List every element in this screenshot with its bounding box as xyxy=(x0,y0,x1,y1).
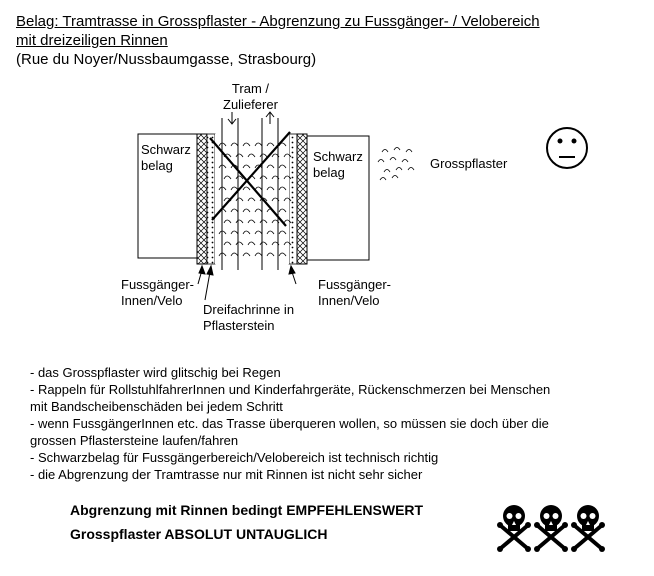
cobblestone-legend-label: Grosspflaster xyxy=(430,156,508,171)
gutter-label-line-2: Pflasterstein xyxy=(203,318,275,333)
bullet-line: - wenn FussgängerInnen etc. das Trasse ü… xyxy=(30,416,549,431)
skull-and-crossbones-icon xyxy=(571,505,605,552)
right-asphalt-label: Schwarz belag xyxy=(313,149,363,181)
left-pedestrian-zone-label: Fussgänger- Innen/Velo xyxy=(121,277,194,309)
left-gutter-dots xyxy=(206,133,216,265)
left-asphalt-label-line-1: Schwarz xyxy=(141,142,191,157)
right-zone-label-line-1: Fussgänger- xyxy=(318,277,391,292)
bullet-line: - das Grosspflaster wird glitschig bei R… xyxy=(30,365,281,380)
left-zone-label-line-1: Fussgänger- xyxy=(121,277,194,292)
right-pedestrian-zone-label: Fussgänger- Innen/Velo xyxy=(318,277,391,309)
title-line-2: mit dreizeiligen Rinnen xyxy=(16,32,168,49)
bullet-line: grossen Pflastersteine laufen/fahren xyxy=(30,433,239,448)
bullet-line: - Rappeln für RollstuhlfahrerInnen und K… xyxy=(30,382,551,397)
verdict-line-1: Abgrenzung mit Rinnen bedingt EMPFEHLENS… xyxy=(70,502,424,518)
left-zone-label-line-2: Innen/Velo xyxy=(121,293,183,308)
title-line-3: (Rue du Noyer/Nussbaumgasse, Strasbourg) xyxy=(16,51,317,68)
rail-lines xyxy=(221,118,279,270)
direction-arrows xyxy=(227,111,275,125)
skull-and-crossbones-icon xyxy=(534,505,568,552)
right-gutter-strip xyxy=(296,133,308,265)
cobblestone-legend-icon xyxy=(377,147,415,181)
left-asphalt-area xyxy=(137,133,199,259)
tram-delivery-label: Tram / Zulieferer xyxy=(223,81,278,113)
right-asphalt-label-line-2: belag xyxy=(313,165,345,180)
cobblestone-track-zone xyxy=(215,134,292,264)
bullet-line: - die Abgrenzung der Tramtrasse nur mit … xyxy=(30,467,423,482)
gutter-label-line-1: Dreifachrinne in xyxy=(203,302,295,317)
skull-and-crossbones-icon xyxy=(497,505,531,552)
tram-label-line-2: Zulieferer xyxy=(223,97,278,112)
left-asphalt-label-line-2: belag xyxy=(141,158,173,173)
bullet-line: - Schwarzbelag für Fussgängerbereich/Vel… xyxy=(30,450,439,465)
cross-out-mark xyxy=(209,131,291,227)
left-asphalt-label: Schwarz belag xyxy=(141,142,191,174)
page-title: Belag: Tramtrasse in Grosspflaster - Abg… xyxy=(16,12,540,69)
neutral-face-icon xyxy=(546,127,588,169)
assessment-bullet-list: - das Grosspflaster wird glitschig bei R… xyxy=(30,364,550,483)
tram-label-line-1: Tram / xyxy=(231,81,269,96)
right-zone-label-line-2: Innen/Velo xyxy=(318,293,380,308)
right-asphalt-label-line-1: Schwarz xyxy=(313,149,363,164)
verdict-line-2: Grosspflaster ABSOLUT UNTAUGLICH xyxy=(70,526,328,542)
left-gutter-strip xyxy=(196,133,208,265)
title-line-1: Belag: Tramtrasse in Grosspflaster - Abg… xyxy=(16,13,540,30)
triple-gutter-label: Dreifachrinne in Pflasterstein xyxy=(203,302,294,334)
verdict-block: Abgrenzung mit Rinnen bedingt EMPFEHLENS… xyxy=(70,498,423,546)
gutter-pointer-arrows xyxy=(197,264,297,301)
bullet-line: mit Bandscheibenschäden bei jedem Schrit… xyxy=(30,399,283,414)
